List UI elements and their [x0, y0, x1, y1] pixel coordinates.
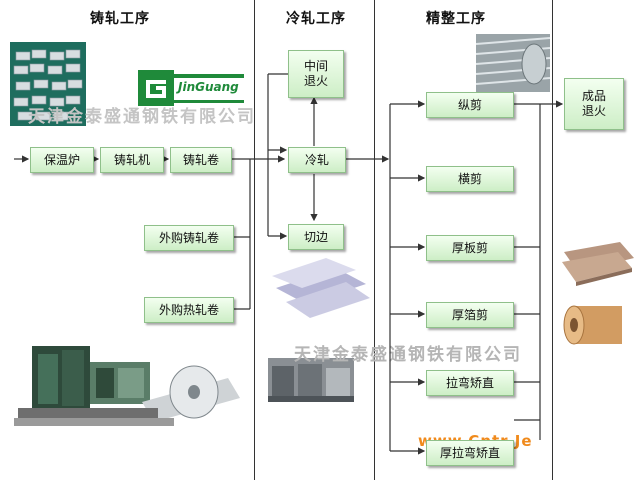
section-title-casting: 铸轧工序	[90, 11, 150, 27]
coil-sheet-photo	[476, 34, 550, 92]
aluminum-foil-coil-photo	[560, 296, 636, 354]
box-caster: 铸轧机	[100, 147, 164, 173]
box-cast-coil: 铸轧卷	[170, 147, 232, 173]
box-slitting: 纵剪	[426, 92, 514, 118]
company-watermark: 天津金泰盛通钢铁有限公司	[294, 345, 522, 365]
aluminum-plate-photo	[560, 238, 636, 288]
box-thick-tension-leveling: 厚拉弯矫直	[426, 440, 514, 466]
box-purchased-hot-coil: 外购热轧卷	[144, 297, 234, 323]
box-tension-leveling: 拉弯矫直	[426, 370, 514, 396]
box-final-annealing: 成品 退火	[564, 78, 624, 130]
section-title-finishing: 精整工序	[426, 11, 486, 27]
section-divider	[254, 0, 255, 480]
box-thick-plate-shear: 厚板剪	[426, 235, 514, 261]
box-thick-foil-shear: 厚箔剪	[426, 302, 514, 328]
box-holding-furnace: 保温炉	[30, 147, 94, 173]
section-divider	[374, 0, 375, 480]
section-divider	[552, 0, 553, 480]
box-edge-trimming: 切边	[288, 224, 344, 250]
casting-machine-photo	[14, 328, 246, 436]
company-logo: JinGuang	[138, 70, 244, 106]
box-intermediate-annealing: 中间 退火	[288, 50, 344, 98]
company-watermark: 天津金泰盛通钢铁有限公司	[28, 107, 256, 127]
box-cold-rolling: 冷轧	[288, 147, 346, 173]
logo-mark	[138, 70, 244, 106]
rolled-sheets-photo	[272, 258, 370, 318]
logo-text: JinGuang	[178, 80, 239, 94]
section-title-cold-rolling: 冷轧工序	[286, 11, 346, 27]
box-purchased-cast-coil: 外购铸轧卷	[144, 225, 234, 251]
annealing-furnace-photo	[268, 358, 354, 402]
aluminum-ingots-photo	[10, 42, 86, 126]
box-cross-cutting: 横剪	[426, 166, 514, 192]
